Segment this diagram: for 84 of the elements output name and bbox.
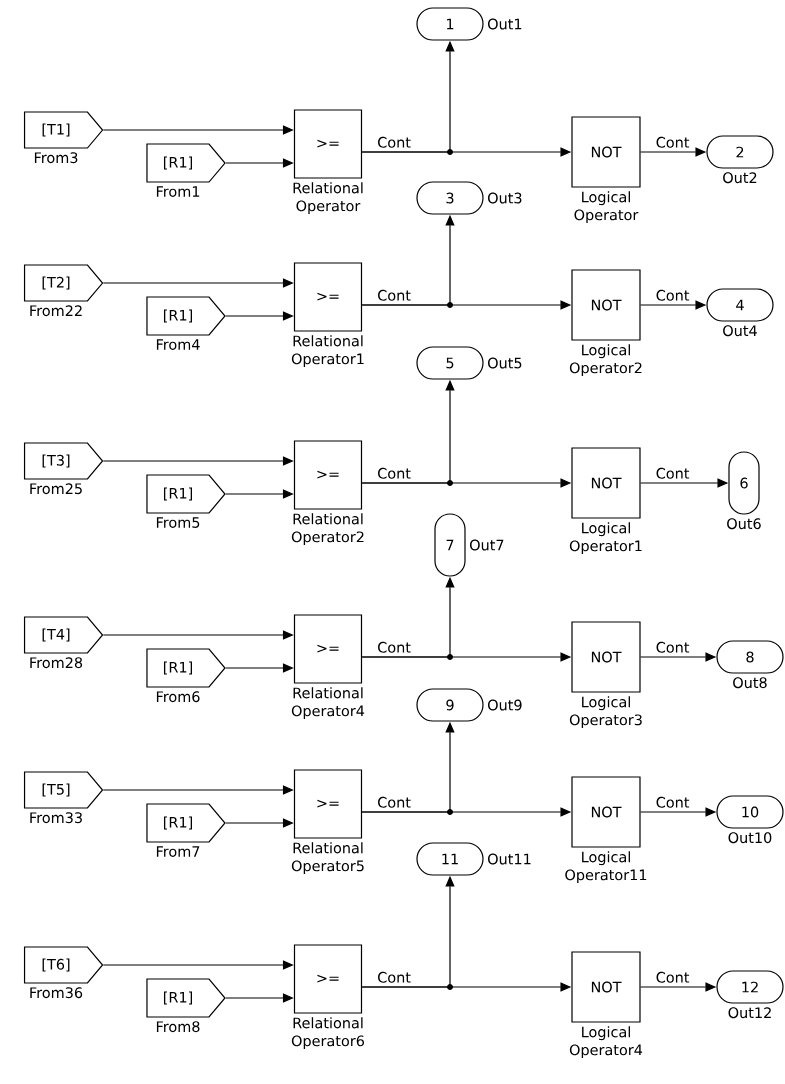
relational-operator-block: >= [293, 109, 363, 179]
block-label: From25 [30, 483, 82, 495]
output-port: 4 [706, 288, 774, 322]
block-label: From3 [34, 152, 78, 164]
port-label: Out4 [723, 325, 757, 337]
from-block: [T3] [23, 442, 104, 480]
logical-operator-block: NOT [571, 447, 641, 519]
port-label: Out7 [470, 539, 504, 551]
port-label: Out3 [488, 192, 522, 204]
block-label: Logical Operator11 [565, 851, 647, 884]
block-label: From33 [30, 812, 82, 824]
edge-label: Cont [376, 288, 412, 302]
edge-label: Cont [654, 970, 691, 984]
output-port: 1 [416, 7, 484, 41]
edge-label: Cont [654, 795, 691, 809]
block-label: From5 [156, 517, 200, 528]
relational-operator-block: >= [293, 944, 363, 1014]
output-port: 9 [416, 688, 484, 722]
block-label: Relational Operator2 [291, 513, 364, 546]
port-label: Out8 [733, 677, 767, 689]
logical-operator-block: NOT [571, 269, 641, 341]
from-block: [R1] [146, 803, 226, 843]
block-label: From8 [156, 1021, 200, 1033]
output-port: 3 [416, 181, 484, 215]
relational-operator-block: >= [293, 262, 363, 332]
block-label: Logical Operator2 [569, 344, 642, 377]
relational-operator-block: >= [293, 440, 363, 510]
edge-label: Cont [654, 466, 691, 480]
port-label: Out12 [728, 1007, 771, 1019]
output-port: 8 [716, 640, 784, 674]
relational-operator-block: >= [293, 769, 363, 839]
edge-label: Cont [654, 135, 691, 149]
edge-label: Cont [376, 795, 412, 809]
output-port: 10 [716, 795, 784, 829]
edge-label: Cont [376, 640, 412, 654]
block-label: Logical Operator1 [569, 522, 642, 555]
block-label: Relational Operator5 [291, 842, 364, 875]
block-label: Relational Operator [293, 182, 363, 215]
block-label: From4 [156, 339, 200, 350]
block-label: Logical Operator3 [569, 696, 642, 729]
from-block: [T1] [23, 111, 104, 149]
block-label: From7 [156, 846, 200, 857]
block-label: Logical Operator4 [569, 1026, 643, 1059]
block-label: Relational Operator1 [291, 335, 364, 368]
from-block: [R1] [146, 648, 226, 688]
block-label: Relational Operator6 [291, 1017, 364, 1050]
logical-operator-block: NOT [571, 116, 641, 188]
output-port: 11 [416, 842, 484, 876]
from-block: [T2] [23, 264, 104, 302]
from-block: [T5] [23, 771, 104, 809]
output-port: 2 [706, 135, 774, 169]
from-block: [R1] [146, 474, 226, 514]
block-label: From6 [156, 691, 200, 703]
output-port: 12 [716, 970, 784, 1004]
logical-operator-block: NOT [571, 776, 641, 848]
logical-operator-block: NOT [571, 951, 641, 1023]
from-block: [T4] [23, 616, 104, 654]
port-label: Out11 [488, 853, 531, 865]
port-label: Out6 [727, 518, 761, 530]
block-label: From22 [30, 305, 82, 317]
relational-operator-block: >= [293, 614, 363, 684]
block-label: Relational Operator4 [291, 687, 365, 720]
logical-operator-block: NOT [571, 621, 641, 693]
from-block: [R1] [146, 143, 226, 183]
port-label: Out1 [488, 18, 522, 30]
from-block: [T6] [23, 946, 104, 984]
output-port: 7 [434, 513, 466, 577]
output-port: 5 [416, 346, 484, 380]
block-label: From36 [30, 987, 83, 999]
from-block: [R1] [146, 296, 226, 336]
block-label: From28 [30, 657, 83, 669]
block-label: From1 [156, 186, 200, 197]
edge-label: Cont [376, 466, 412, 480]
output-port: 6 [728, 451, 760, 515]
port-label: Out9 [488, 699, 522, 711]
edge-label: Cont [654, 288, 691, 302]
port-label: Out5 [488, 357, 522, 369]
port-label: Out10 [728, 832, 772, 844]
block-label: Logical Operator [574, 191, 639, 224]
edge-label: Cont [654, 640, 691, 654]
port-label: Out2 [723, 172, 757, 184]
from-block: [R1] [146, 978, 226, 1018]
edge-label: Cont [376, 135, 412, 149]
edge-label: Cont [376, 970, 412, 984]
